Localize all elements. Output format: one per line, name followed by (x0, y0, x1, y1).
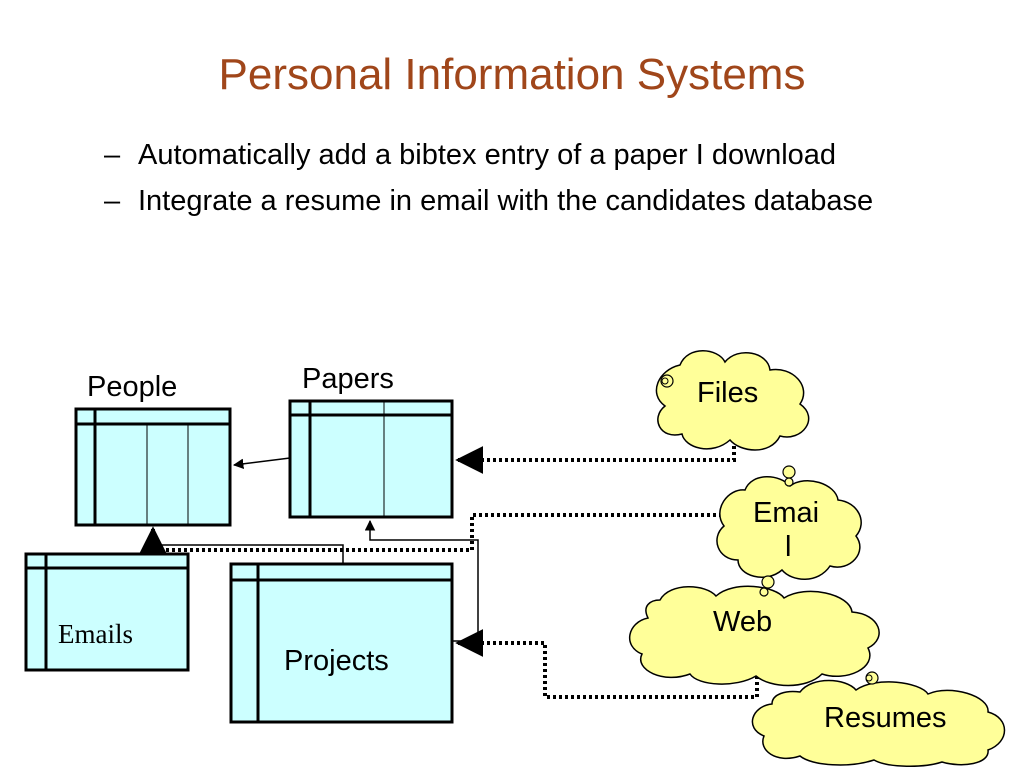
email-to-people-arrow (139, 513, 722, 555)
papers-table (288, 399, 454, 519)
files-label: Files (697, 377, 758, 409)
email-label-line2: l (785, 531, 791, 563)
files-to-papers-arrow (455, 440, 736, 474)
papers-label: Papers (302, 363, 394, 395)
bullet-list: – Automatically add a bibtex entry of a … (104, 136, 1004, 228)
resumes-label: Resumes (824, 702, 947, 734)
people-label: People (87, 371, 177, 403)
resumes-cloud-icon (751, 671, 1006, 768)
emails-label: Emails (58, 619, 133, 649)
files-cloud-icon (655, 350, 810, 451)
projects-table (229, 562, 454, 724)
emails-table (24, 552, 190, 672)
web-cloud-icon (628, 575, 880, 687)
bullet-text: Integrate a resume in email with the can… (138, 185, 874, 217)
bullet-dash: – (104, 185, 121, 217)
slide-title: Personal Information Systems (218, 50, 806, 99)
projects-label: Projects (284, 645, 389, 677)
bullet-item-bibtex: – Automatically add a bibtex entry of a … (104, 136, 1004, 174)
bullet-text: Automatically add a bibtex entry of a pa… (138, 139, 837, 171)
web-label: Web (713, 606, 772, 638)
bullet-item-resume: – Integrate a resume in email with the c… (104, 182, 1004, 220)
email-cloud-icon (716, 465, 862, 580)
papers-to-people-arrow (232, 457, 291, 470)
email-label-line1: Emai (753, 497, 819, 529)
people-table (74, 407, 232, 527)
web-to-projects-arrow (455, 629, 759, 699)
bullet-dash: – (104, 139, 121, 171)
